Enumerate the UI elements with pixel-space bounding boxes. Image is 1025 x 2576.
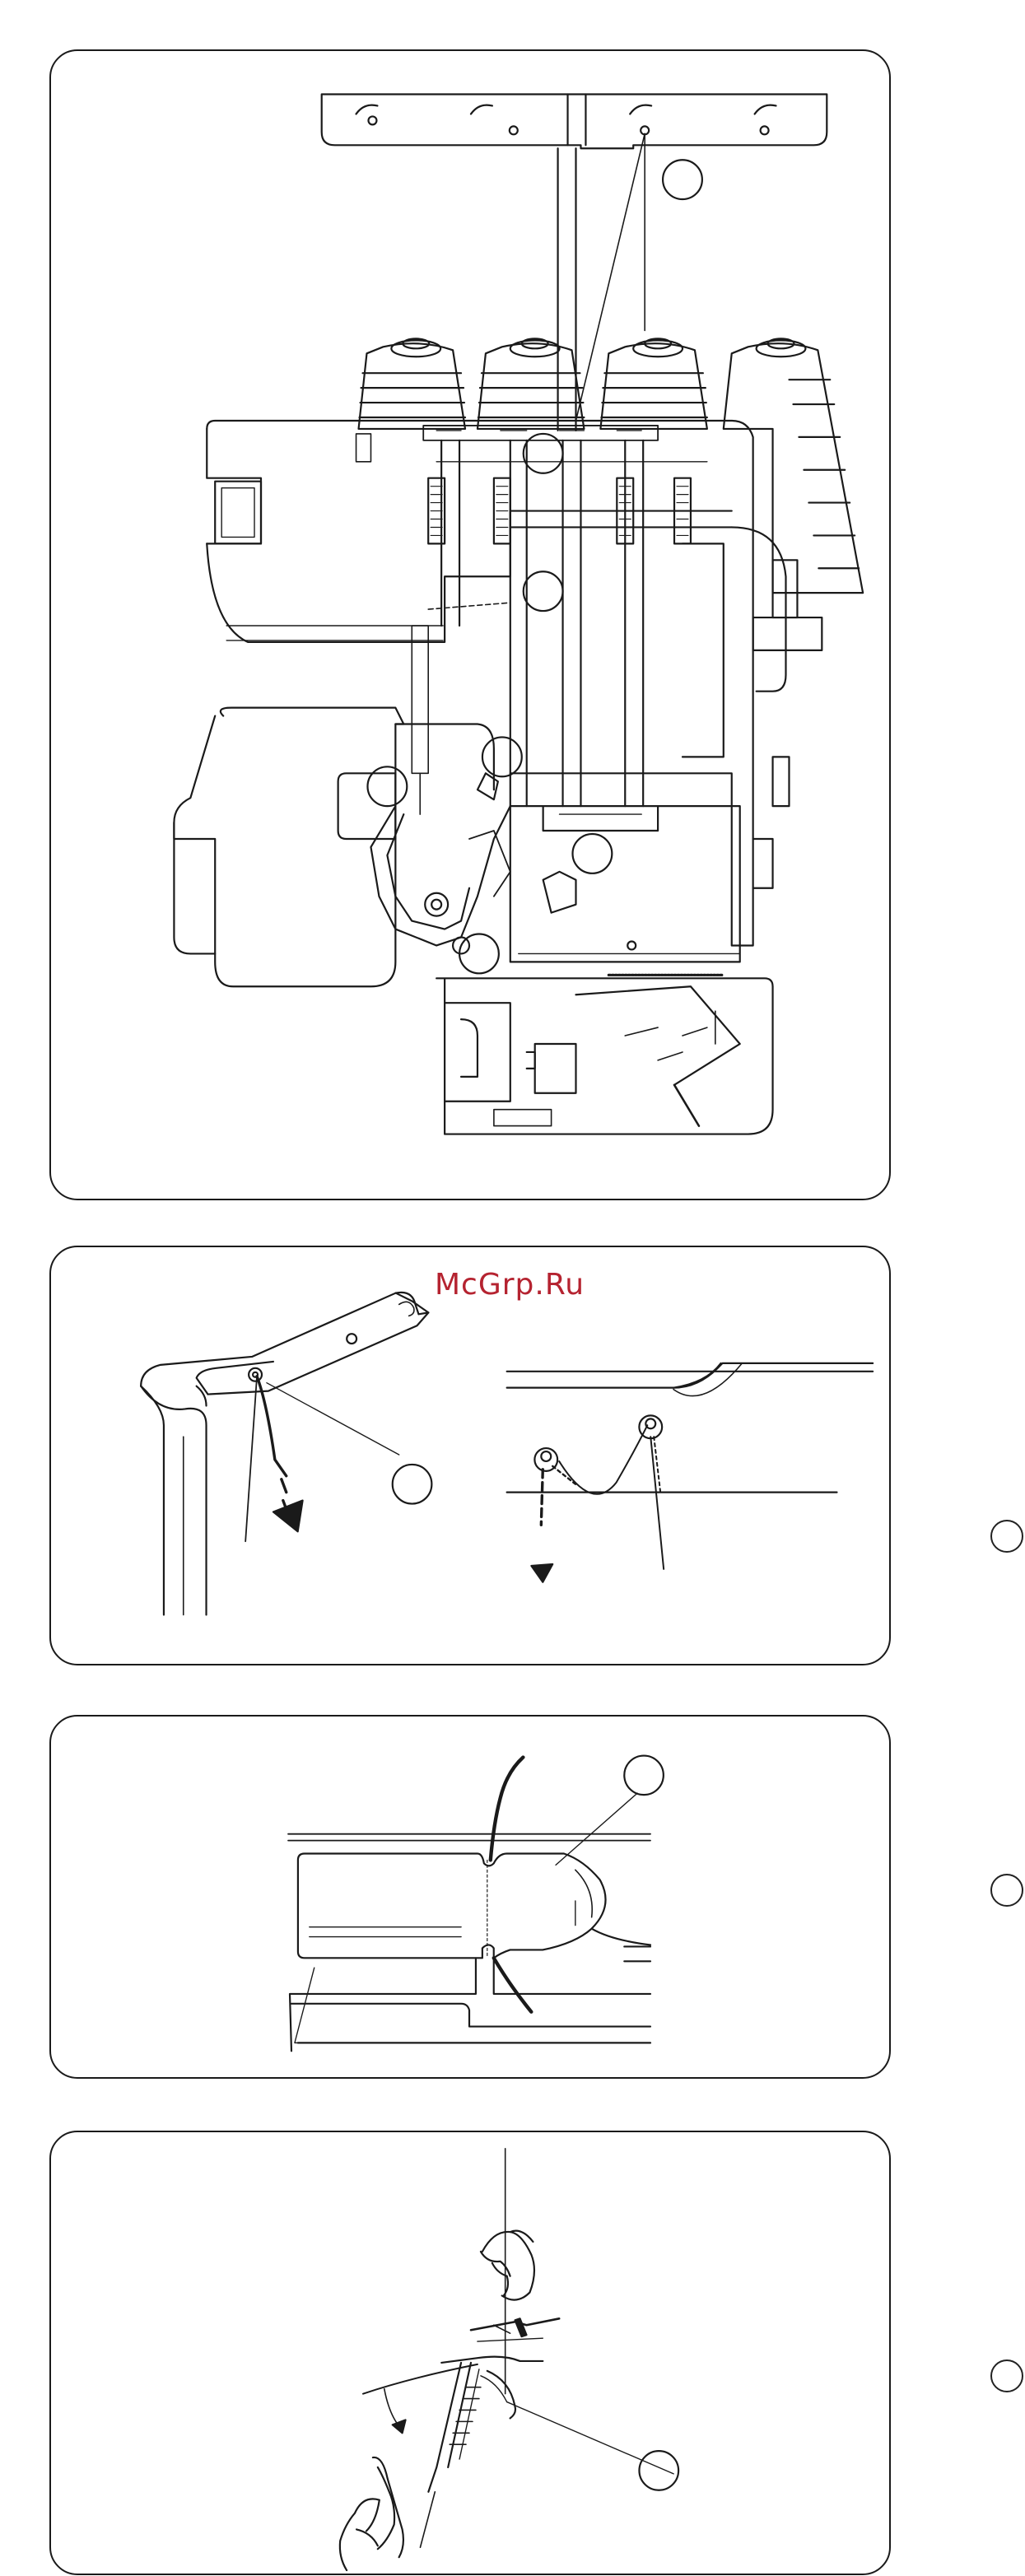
callout-circle-disc (639, 2451, 678, 2490)
callout-circle-slot (624, 1756, 664, 1796)
tension-slot-illustration (51, 1717, 889, 2077)
callout-circle-e (482, 737, 522, 776)
margin-callout-circle (990, 1520, 1023, 1553)
callout-circle-a (663, 160, 702, 199)
callout-circle-guide (393, 1465, 432, 1504)
figure-thread-guide-panel (49, 1246, 891, 1665)
callout-circle-d (573, 834, 613, 873)
figure-tension-slot-panel (49, 1715, 891, 2079)
flossing-illustration (51, 2132, 889, 2574)
watermark: McGrp.Ru (435, 1268, 585, 1302)
margin-callout-circle (990, 1874, 1023, 1907)
thread-guide-illustration (51, 1247, 889, 1664)
thread-cones (359, 338, 864, 593)
figure-overview-panel (49, 49, 891, 1200)
serger-thread-path-illustration (51, 51, 889, 1199)
callout-circle-g (459, 934, 499, 974)
callout-circle-c (524, 571, 563, 611)
margin-callout-circle (990, 2359, 1023, 2392)
figure-flossing-panel (49, 2131, 891, 2575)
